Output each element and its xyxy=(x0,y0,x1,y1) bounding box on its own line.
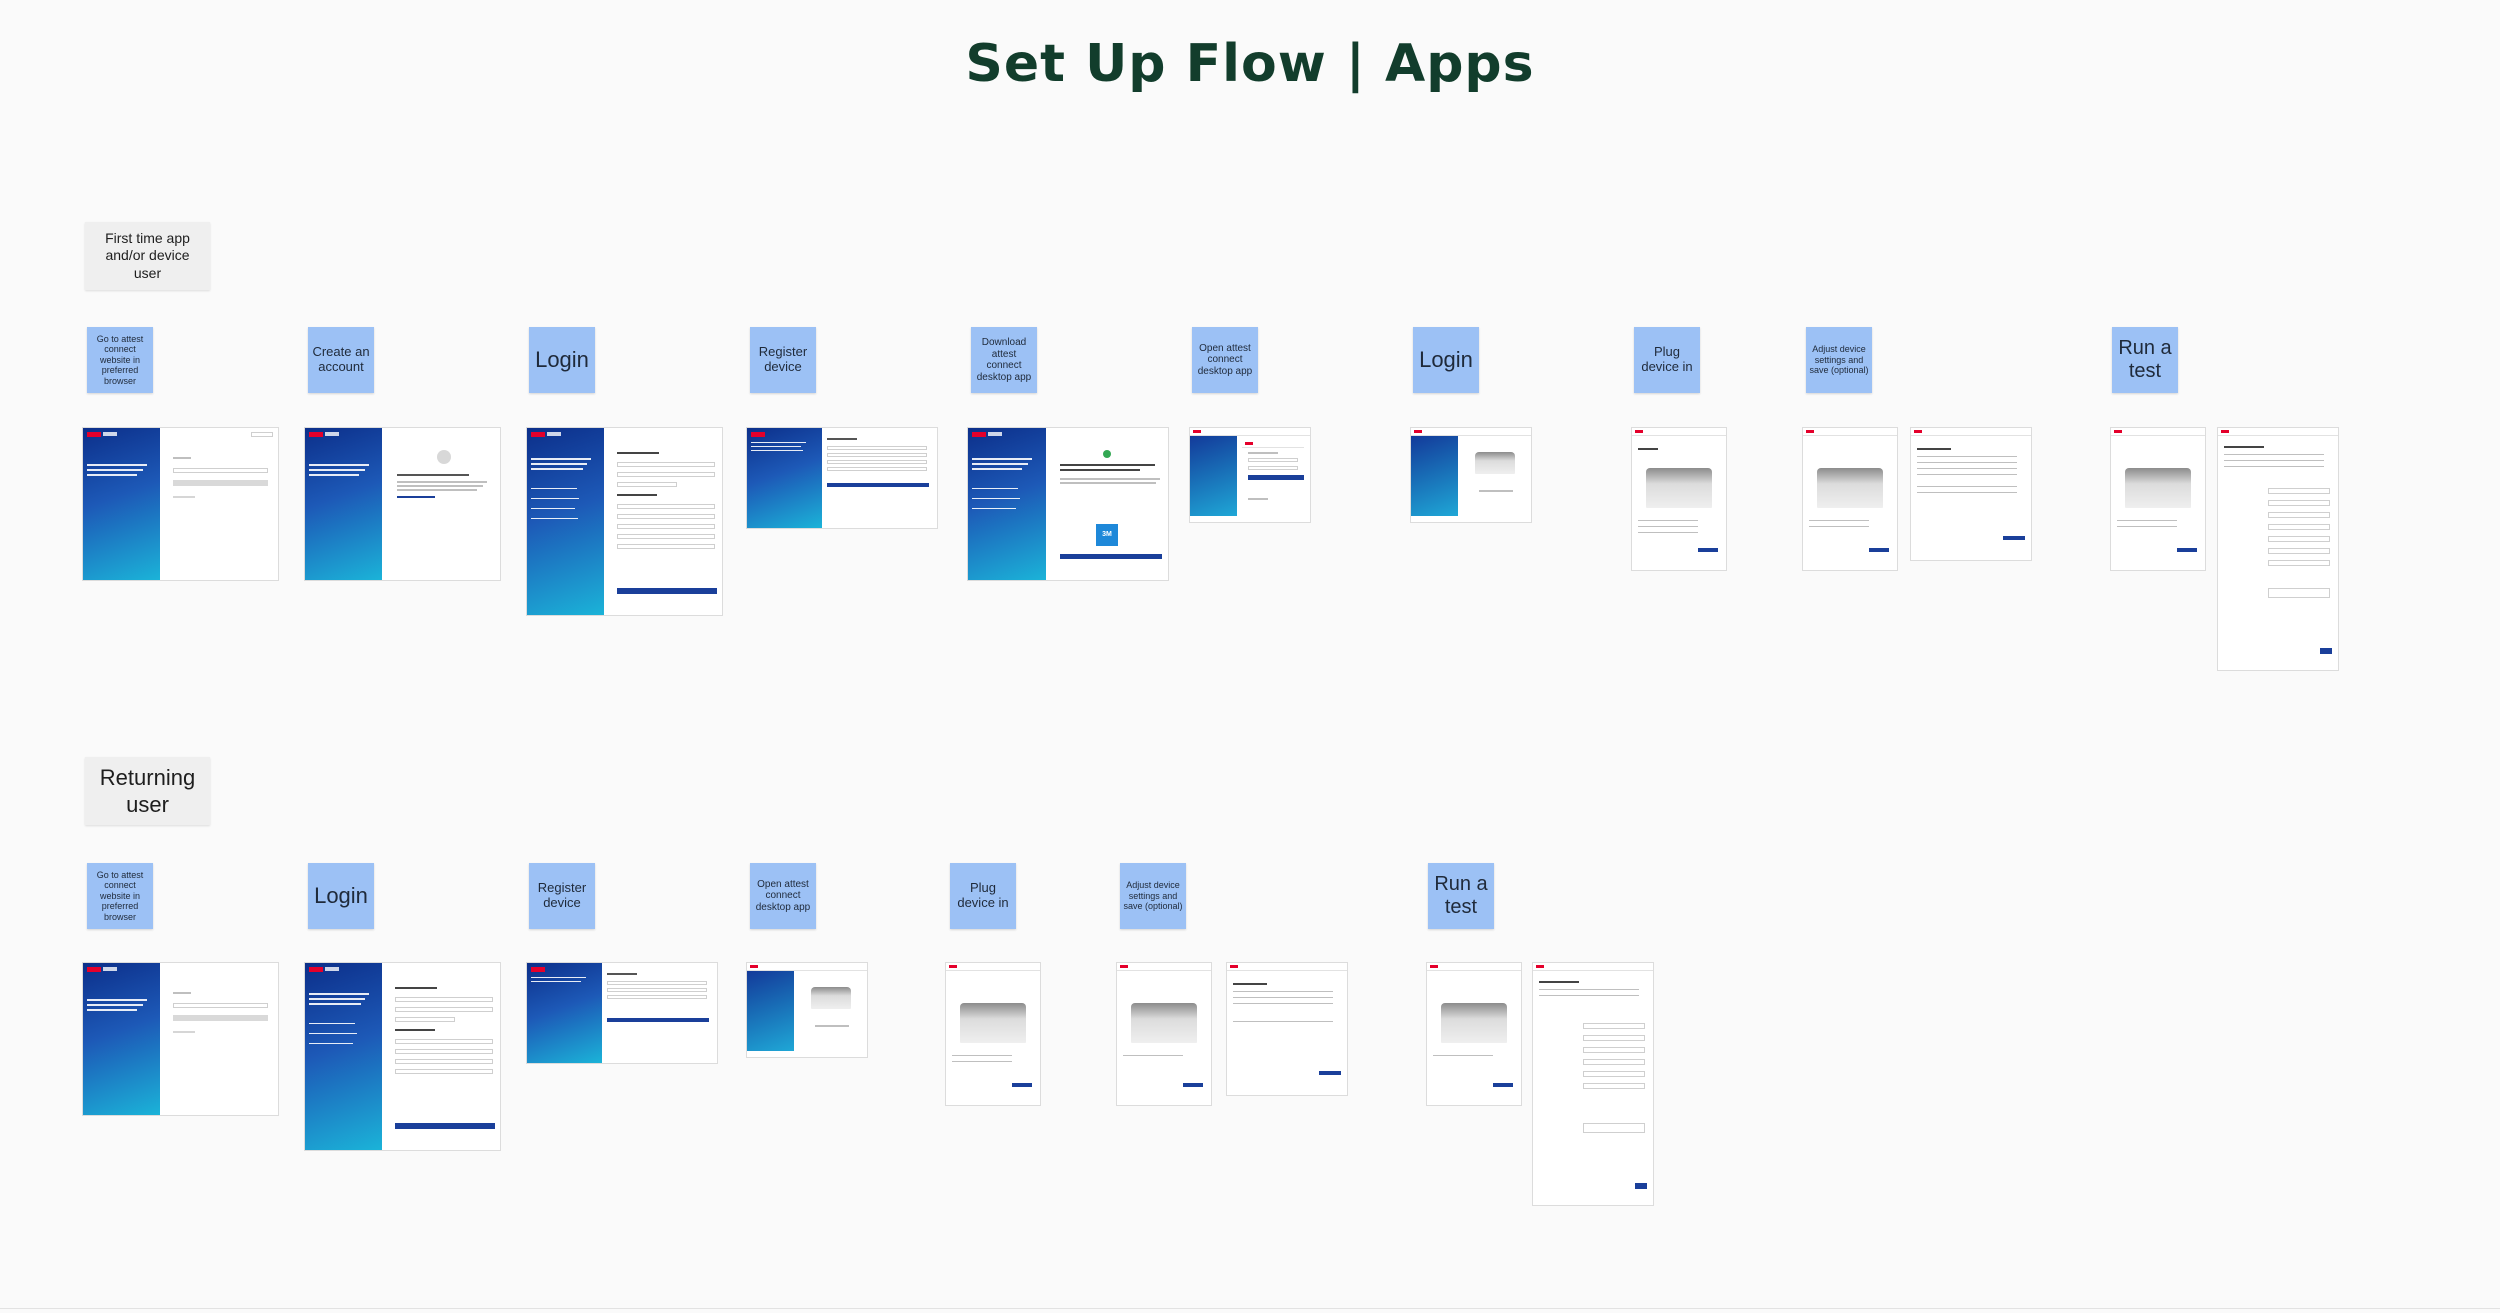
sticky-step-plug-device: Plug device in xyxy=(950,863,1016,929)
screen-register-device xyxy=(527,963,717,1063)
sticky-step-adjust-settings: Adjust device settings and save (optiona… xyxy=(1806,327,1872,393)
screen-run-test-device xyxy=(1427,963,1521,1105)
screen-run-test-device xyxy=(2111,428,2205,570)
sticky-step-run-test: Run a test xyxy=(2112,327,2178,393)
screen-open-app xyxy=(1190,428,1310,522)
sticky-step-visit-website: Go to attest connect website in preferre… xyxy=(87,863,153,929)
screen-register-device xyxy=(747,428,937,528)
sticky-step-login-app: Login xyxy=(1413,327,1479,393)
screen-sign-in xyxy=(83,428,278,580)
screen-open-app xyxy=(747,963,867,1057)
section-label-returning: Returning user xyxy=(85,757,210,825)
sticky-step-open-app: Open attest connect desktop app xyxy=(750,863,816,929)
screen-plug-device xyxy=(1632,428,1726,570)
sticky-step-run-test: Run a test xyxy=(1428,863,1494,929)
page-title: Set Up Flow | Apps xyxy=(0,34,2500,94)
screen-sign-in xyxy=(83,963,278,1115)
screen-device-settings xyxy=(1227,963,1347,1095)
screen-download-app: 3M xyxy=(968,428,1168,580)
sticky-step-plug-device: Plug device in xyxy=(1634,327,1700,393)
screen-manage-account xyxy=(305,963,500,1150)
screen-device-main xyxy=(1117,963,1211,1105)
screen-plug-device xyxy=(946,963,1040,1105)
screen-device-settings xyxy=(1911,428,2031,560)
sticky-step-login: Login xyxy=(529,327,595,393)
canvas-divider xyxy=(0,1308,2500,1309)
screen-check-email xyxy=(305,428,500,580)
sticky-step-register-device: Register device xyxy=(750,327,816,393)
sticky-step-create-account: Create an account xyxy=(308,327,374,393)
section-label-first-time: First time app and/or device user xyxy=(85,222,210,290)
screen-test-values xyxy=(2218,428,2338,670)
sticky-step-open-app: Open attest connect desktop app xyxy=(1192,327,1258,393)
screen-manage-account xyxy=(527,428,722,615)
section-label-text: Returning user xyxy=(85,764,210,819)
screen-login-app xyxy=(1411,428,1531,522)
screen-test-values xyxy=(1533,963,1653,1205)
sticky-step-login: Login xyxy=(308,863,374,929)
sticky-step-adjust-settings: Adjust device settings and save (optiona… xyxy=(1120,863,1186,929)
sticky-step-visit-website: Go to attest connect website in preferre… xyxy=(87,327,153,393)
sticky-step-download-app: Download attest connect desktop app xyxy=(971,327,1037,393)
screen-device-main xyxy=(1803,428,1897,570)
sticky-step-register-device: Register device xyxy=(529,863,595,929)
section-label-text: First time app and/or device user xyxy=(85,230,210,283)
